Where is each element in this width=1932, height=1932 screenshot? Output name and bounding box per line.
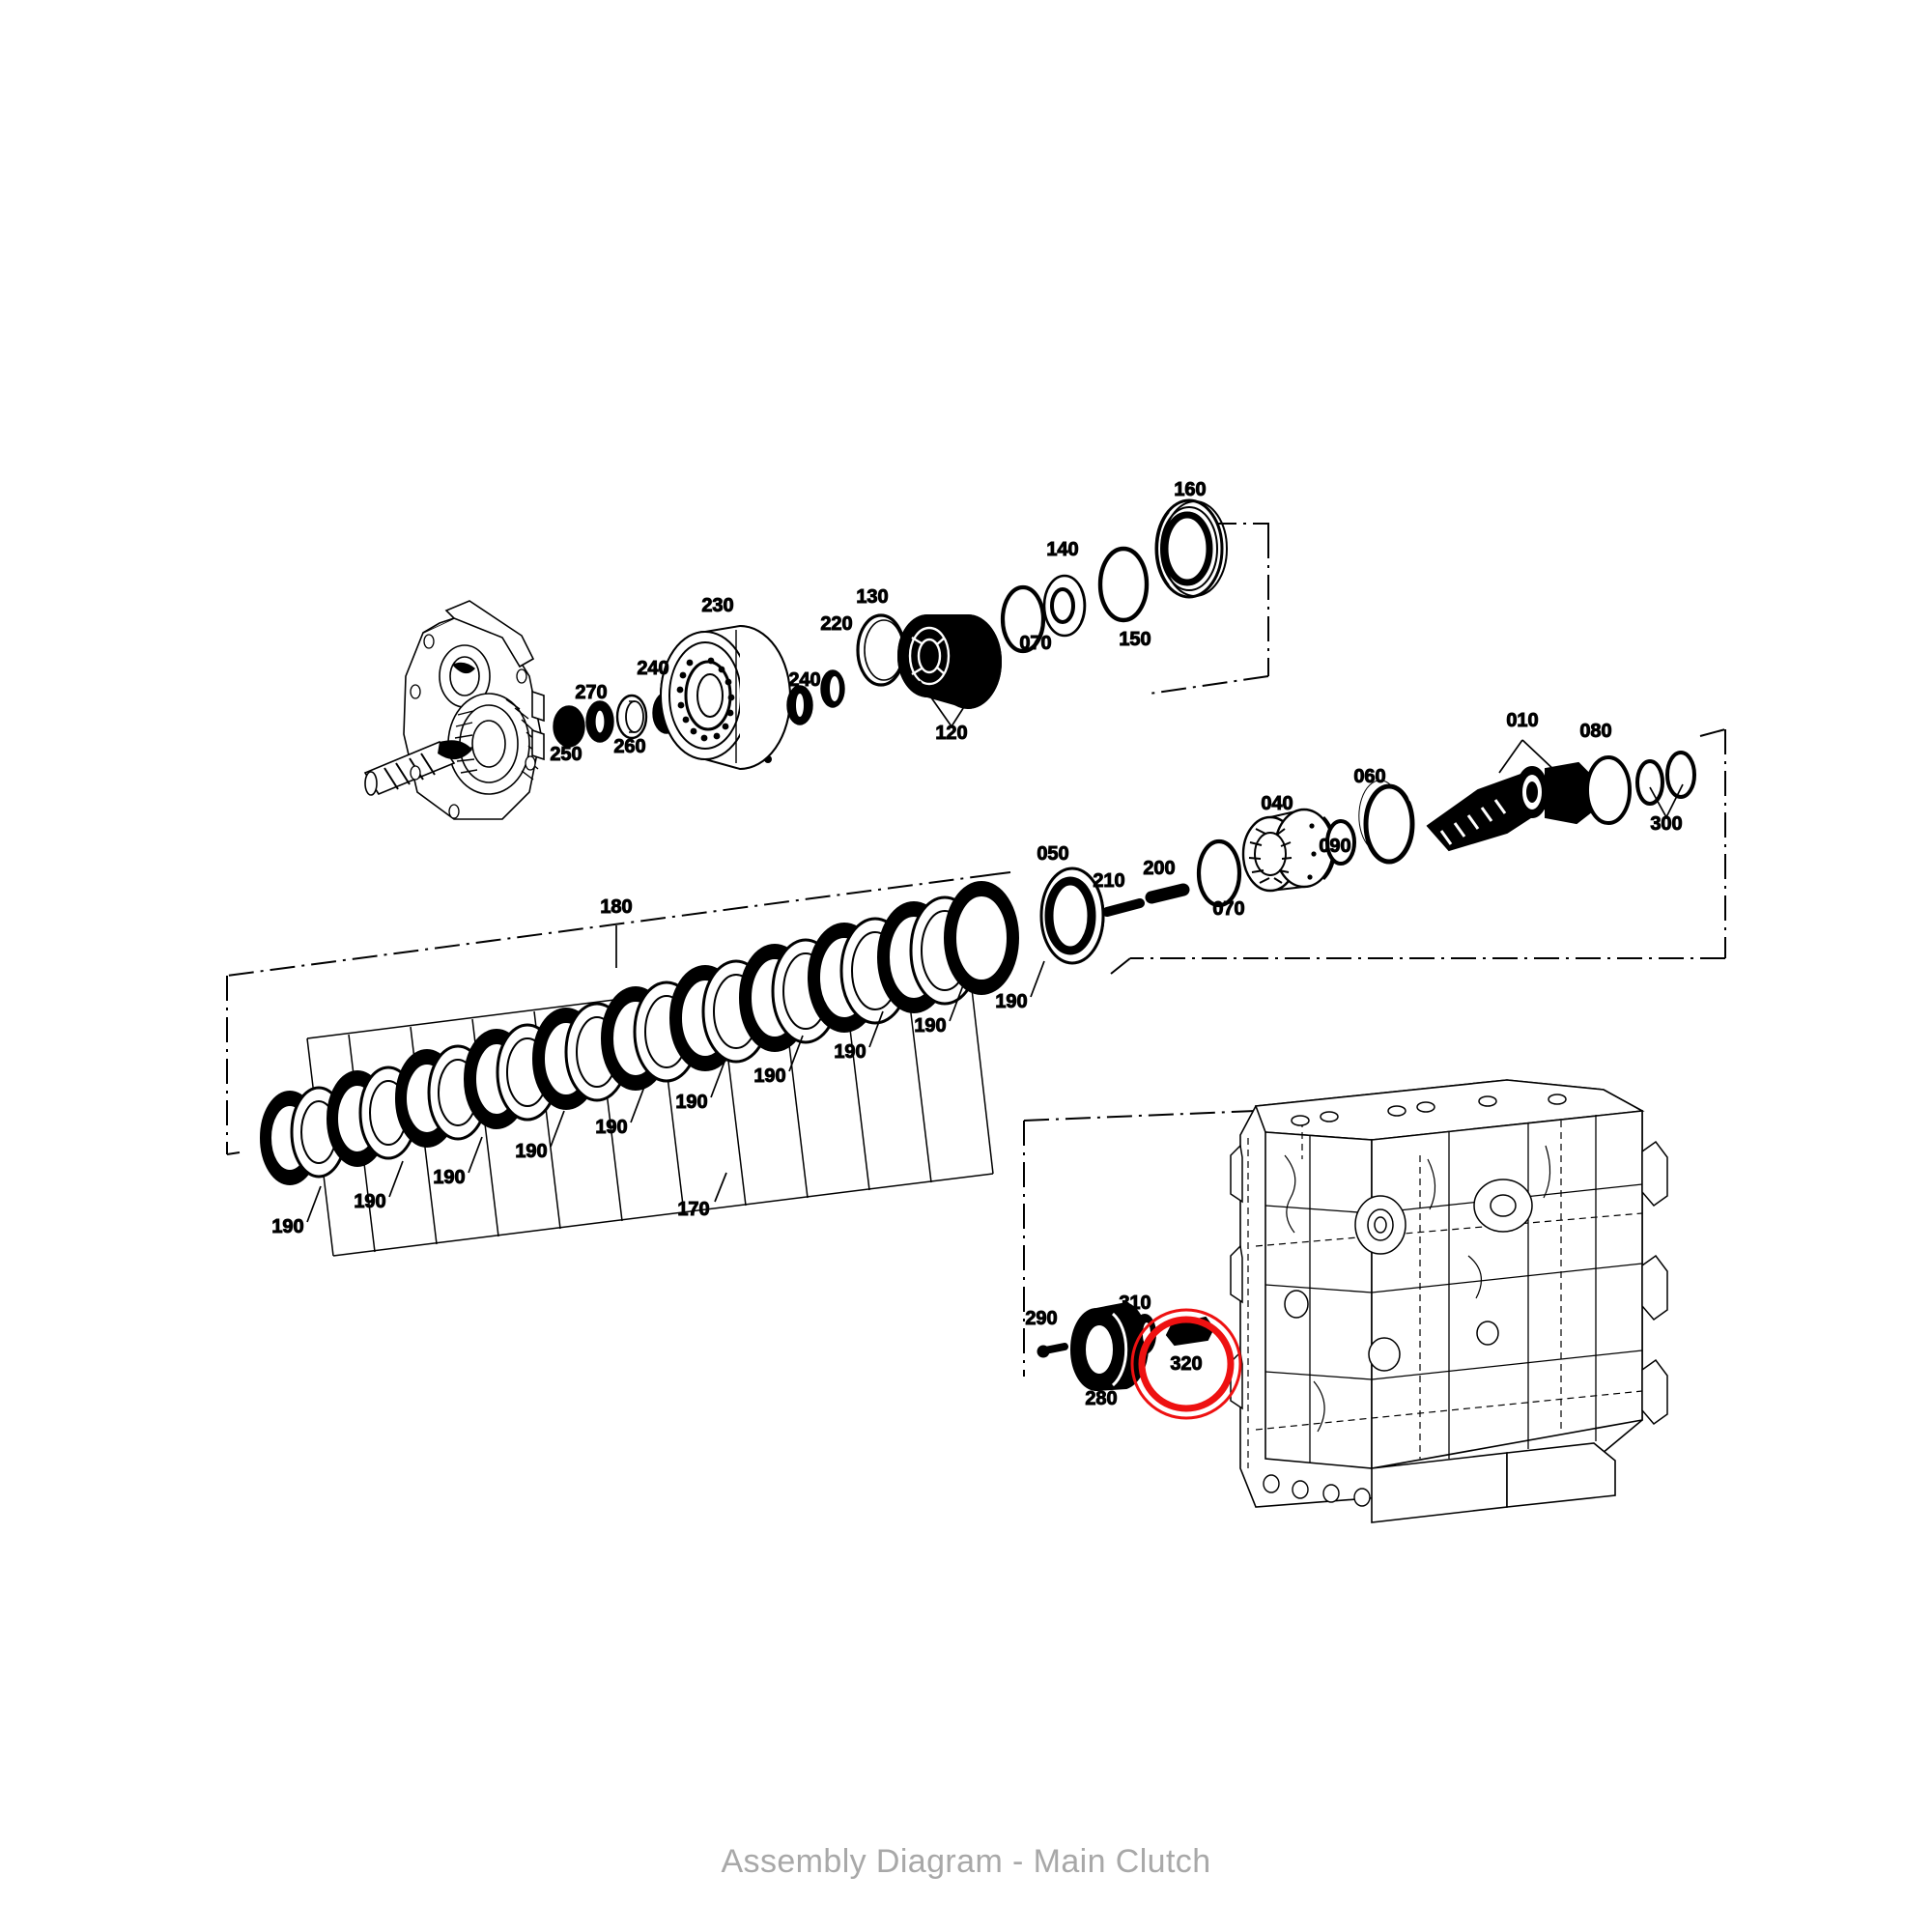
callout-070a: 070 — [1019, 633, 1051, 654]
input-shaft — [363, 740, 472, 796]
part-140-washer — [1042, 574, 1087, 638]
callout-190f: 190 — [675, 1092, 707, 1113]
part-300-o-ring-pair — [1635, 751, 1696, 806]
callout-200: 200 — [1143, 858, 1175, 879]
part-250-plug — [553, 705, 585, 748]
callout-240b: 240 — [788, 669, 820, 691]
part-010-output-shaft — [1426, 761, 1595, 852]
callout-260: 260 — [613, 736, 645, 757]
callout-210: 210 — [1093, 870, 1124, 892]
part-040-roller-cage — [1241, 808, 1337, 893]
callout-310: 310 — [1119, 1293, 1151, 1314]
callout-040: 040 — [1261, 793, 1293, 814]
red-circle-annotation — [1130, 1308, 1242, 1420]
callout-280: 280 — [1085, 1388, 1117, 1409]
callout-labels: 010 040 050 060 070 070 080 090 120 130 140 150 160 1… — [271, 479, 1683, 1410]
part-150-o-ring — [1097, 546, 1150, 623]
callout-220: 220 — [820, 613, 852, 635]
callout-190j: 190 — [995, 991, 1027, 1012]
part-070a-o-ring — [1000, 584, 1046, 654]
callout-090: 090 — [1319, 836, 1350, 857]
callout-190a: 190 — [271, 1216, 303, 1237]
highlight-inner-ring — [1138, 1316, 1235, 1412]
part-280-flange — [1070, 1301, 1150, 1392]
leader-lines — [306, 677, 1684, 1223]
callout-190h: 190 — [834, 1041, 866, 1063]
callout-140: 140 — [1046, 539, 1078, 560]
part-210-dowel-pin — [1102, 898, 1145, 917]
callout-050: 050 — [1037, 843, 1068, 865]
callout-190c: 190 — [433, 1167, 465, 1188]
callout-080: 080 — [1579, 721, 1611, 742]
callout-190b: 190 — [354, 1191, 385, 1212]
callout-190g: 190 — [753, 1065, 785, 1087]
callout-060: 060 — [1353, 766, 1385, 787]
part-160-radial-seal — [1154, 498, 1228, 599]
callout-150: 150 — [1119, 629, 1151, 650]
callout-160: 160 — [1174, 479, 1206, 500]
highlight-outer-ring — [1130, 1308, 1242, 1420]
callout-320: 320 — [1170, 1353, 1202, 1375]
callout-120: 120 — [935, 723, 967, 744]
callout-270: 270 — [575, 682, 607, 703]
part-080-o-ring — [1585, 755, 1632, 825]
group-bracket-upper — [1149, 523, 1269, 695]
callout-180: 180 — [600, 896, 632, 918]
part-260-washer — [615, 694, 648, 740]
callout-190i: 190 — [914, 1015, 946, 1037]
group-bracket-output-shaft — [1110, 728, 1726, 975]
group-bracket-housing — [1023, 1110, 1257, 1377]
part-290-screw — [1037, 1343, 1068, 1358]
part-090-shim — [1325, 819, 1356, 866]
callout-010: 010 — [1506, 710, 1538, 731]
part-200-dowel-pin — [1145, 883, 1190, 904]
part-050-thrust-washer — [1039, 867, 1105, 965]
callout-240a: 240 — [637, 658, 668, 679]
group-bracket-disc-stack — [226, 871, 1011, 1155]
callout-190d: 190 — [515, 1141, 547, 1162]
callout-190e: 190 — [595, 1117, 627, 1138]
transmission-housing — [1230, 1079, 1668, 1523]
callout-070b: 070 — [1212, 898, 1244, 920]
callout-300: 300 — [1650, 813, 1682, 835]
page-caption: Assembly Diagram - Main Clutch — [721, 1843, 1211, 1880]
part-130-seal-ring — [856, 613, 906, 687]
clutch-disc-pack — [260, 881, 1019, 1257]
callout-170: 170 — [677, 1199, 709, 1220]
part-060-snap-ring — [1358, 780, 1419, 865]
part-120-bearing-assembly — [897, 614, 1002, 710]
part-230-clutch-drum — [660, 624, 791, 771]
part-220-spacer-ring — [820, 669, 845, 708]
part-070b-o-ring — [1196, 838, 1242, 908]
part-240b-bush — [786, 685, 813, 725]
pump-housing-assembly — [363, 600, 545, 820]
part-270-sealing-ring — [585, 700, 614, 743]
callout-230: 230 — [701, 595, 733, 616]
callout-290: 290 — [1025, 1308, 1057, 1329]
callout-250: 250 — [550, 744, 582, 765]
callout-130: 130 — [856, 586, 888, 608]
disc-row — [260, 881, 1019, 1185]
